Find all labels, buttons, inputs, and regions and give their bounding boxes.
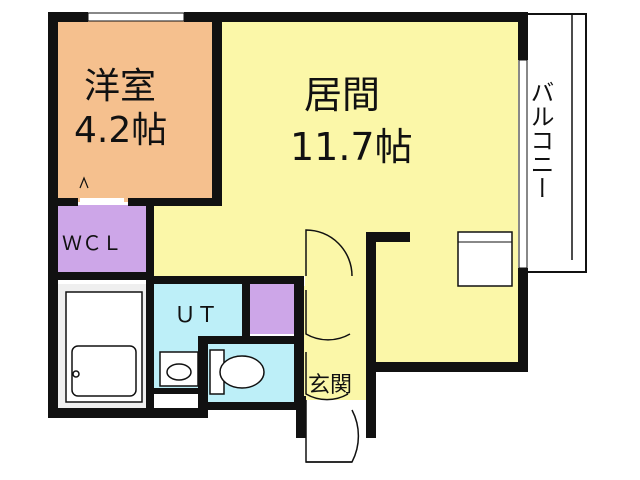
entrance-label: 玄関: [308, 373, 352, 398]
living-room-fill: [150, 20, 518, 362]
wcl-fill: [58, 205, 150, 275]
entrance-fill: [298, 286, 370, 400]
walls: [48, 12, 528, 438]
living-room-size: 11.7帖: [290, 125, 413, 169]
bathtub: [65, 291, 143, 403]
toilet: [209, 349, 265, 395]
wcl-label: ＷＣＬ: [62, 231, 122, 255]
closet-arrow-icon: [79, 176, 89, 189]
utility-label: ＵＴ: [174, 303, 218, 328]
closet-fill: [250, 284, 295, 334]
western-room-fill: [58, 20, 218, 202]
western-room-size: 4.2帖: [74, 110, 167, 151]
doors: [80, 198, 360, 463]
appliance: [457, 231, 513, 287]
balcony-label: バルコニー: [526, 80, 554, 200]
western-room-name: 洋室: [84, 66, 156, 107]
balcony: [521, 13, 587, 273]
living-room-name: 居間: [304, 73, 380, 117]
washbasin: [159, 351, 199, 387]
